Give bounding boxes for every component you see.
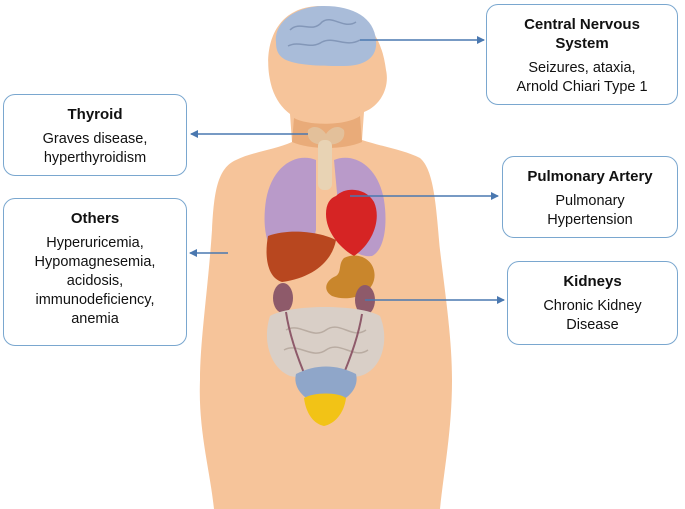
cns-box: Central Nervous System Seizures, ataxia,… bbox=[486, 4, 678, 105]
thyroid-text-line-2: hyperthyroidism bbox=[43, 150, 147, 166]
kidneys-text-line-1: Chronic Kidney bbox=[543, 298, 642, 314]
thyroid-title: Thyroid bbox=[4, 105, 186, 124]
cns-text: Seizures, ataxia, Arnold Chiari Type 1 bbox=[487, 59, 677, 97]
kidneys-box: Kidneys Chronic Kidney Disease bbox=[507, 261, 678, 345]
others-text-line-2: Hypomagnesemia, bbox=[34, 254, 156, 270]
others-text-line-1: Hyperuricemia, bbox=[46, 235, 144, 251]
cns-title: Central Nervous System bbox=[487, 15, 677, 53]
liver bbox=[266, 231, 336, 282]
thyroid-title-line-1: Thyroid bbox=[67, 106, 123, 123]
bladder bbox=[304, 393, 346, 426]
others-text: Hyperuricemia, Hypomagnesemia, acidosis,… bbox=[4, 234, 186, 329]
kidneys-text-line-2: Disease bbox=[566, 317, 619, 333]
others-box: Others Hyperuricemia, Hypomagnesemia, ac… bbox=[3, 198, 187, 346]
intestine-folds bbox=[283, 326, 369, 354]
others-title-line-1: Others bbox=[70, 210, 120, 227]
brain bbox=[275, 6, 377, 66]
brain-folds bbox=[287, 19, 361, 47]
cns-title-line-2: System bbox=[555, 35, 609, 52]
thyroid-text-line-1: Graves disease, bbox=[42, 131, 148, 147]
pulmonary-text-line-1: Pulmonary bbox=[555, 193, 625, 209]
cns-title-line-1: Central Nervous bbox=[524, 16, 640, 33]
thyroid-text: Graves disease, hyperthyroidism bbox=[4, 130, 186, 168]
kidneys-title-line-1: Kidneys bbox=[563, 273, 622, 290]
cns-text-line-1: Seizures, ataxia, bbox=[528, 60, 636, 76]
cns-text-line-2: Arnold Chiari Type 1 bbox=[516, 79, 648, 95]
others-text-line-3: acidosis, bbox=[66, 273, 124, 289]
pulmonary-title-line-1: Pulmonary Artery bbox=[527, 168, 653, 185]
others-text-line-5: anemia bbox=[71, 311, 119, 327]
pulmonary-title: Pulmonary Artery bbox=[503, 167, 677, 186]
kidneys-text: Chronic Kidney Disease bbox=[508, 297, 677, 335]
kidneys-title: Kidneys bbox=[508, 272, 677, 291]
neck bbox=[292, 116, 362, 148]
thyroid bbox=[307, 127, 345, 145]
pulmonary-text-line-2: Hypertension bbox=[547, 212, 633, 228]
trachea bbox=[318, 140, 332, 190]
intestines bbox=[266, 307, 385, 379]
left-kidney bbox=[273, 283, 293, 313]
pulmonary-text: Pulmonary Hypertension bbox=[503, 192, 677, 230]
thyroid-box: Thyroid Graves disease, hyperthyroidism bbox=[3, 94, 187, 176]
others-text-line-4: immunodeficiency, bbox=[35, 292, 155, 308]
others-title: Others bbox=[4, 209, 186, 228]
pelvis bbox=[295, 366, 357, 404]
pulmonary-box: Pulmonary Artery Pulmonary Hypertension bbox=[502, 156, 678, 238]
heart bbox=[326, 189, 377, 256]
